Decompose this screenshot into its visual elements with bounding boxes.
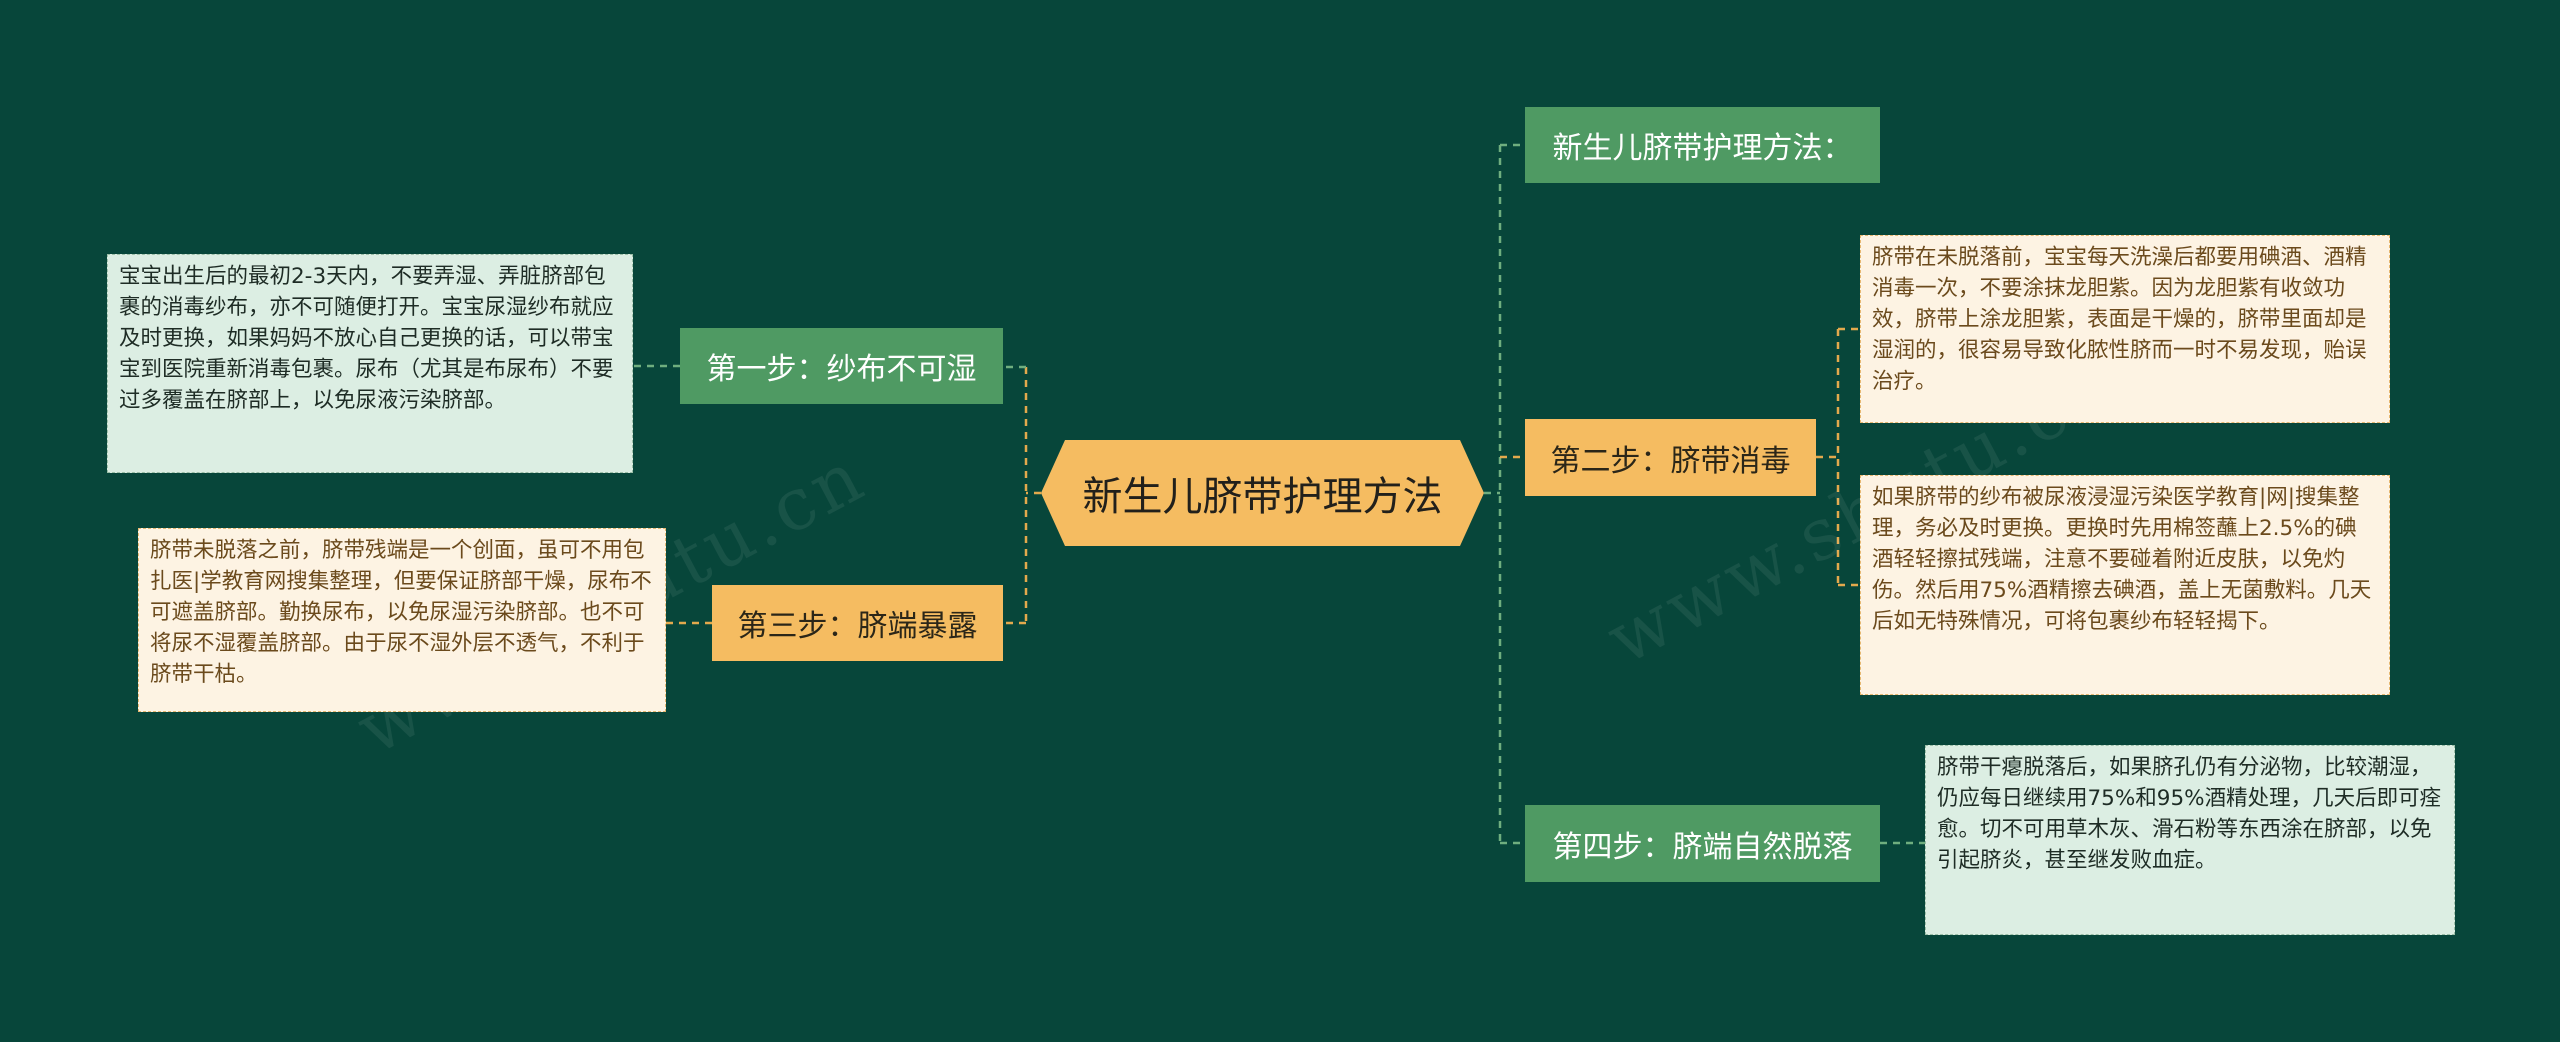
center-topic[interactable]: 新生儿脐带护理方法 (1041, 440, 1484, 546)
leaf-step2-detail-2[interactable]: 如果脐带的纱布被尿液浸湿污染医学教育|网|搜集整理，务必及时更换。更换时先用棉签… (1860, 475, 2390, 695)
topic-step1[interactable]: 第一步：纱布不可湿 (680, 328, 1003, 404)
topic-step4[interactable]: 第四步：脐端自然脱落 (1525, 805, 1880, 882)
topic-step2[interactable]: 第二步：脐带消毒 (1525, 419, 1816, 496)
leaf-step1-detail[interactable]: 宝宝出生后的最初2-3天内，不要弄湿、弄脏脐部包裹的消毒纱布，亦不可随便打开。宝… (107, 254, 633, 473)
connector-center-right-trunk (1484, 145, 1502, 843)
topic-step3[interactable]: 第三步：脐端暴露 (712, 585, 1003, 661)
topic-intro[interactable]: 新生儿脐带护理方法： (1525, 107, 1880, 183)
leaf-step2-detail-1[interactable]: 脐带在未脱落前，宝宝每天洗澡后都要用碘酒、酒精消毒一次，不要涂抹龙胆紫。因为龙胆… (1860, 235, 2390, 423)
leaf-step3-detail[interactable]: 脐带未脱落之前，脐带残端是一个创面，虽可不用包扎医|学教育网搜集整理，但要保证脐… (138, 528, 666, 712)
leaf-step4-detail[interactable]: 脐带干瘪脱落后，如果脐孔仍有分泌物，比较潮湿，仍应每日继续用75%和95%酒精处… (1925, 745, 2455, 935)
connector-center-left-trunk (1024, 367, 1041, 623)
